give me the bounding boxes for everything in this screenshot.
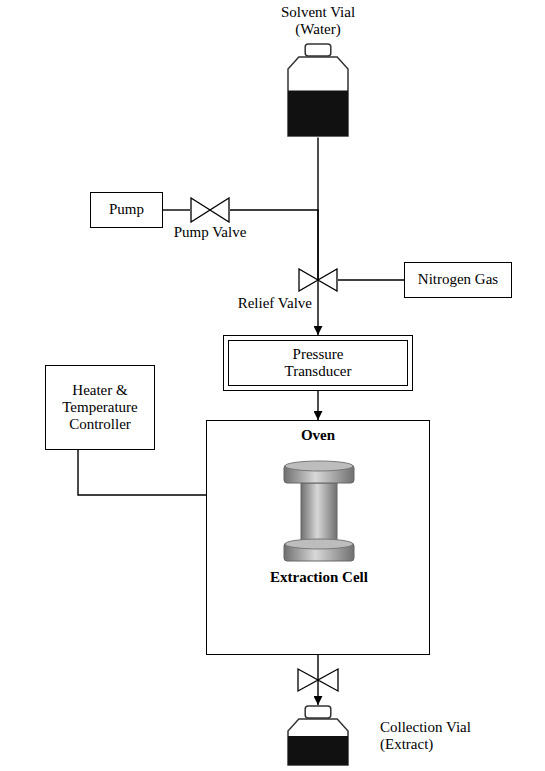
pump-valve: Pump Valve xyxy=(190,197,230,223)
pipe-connector xyxy=(317,138,318,281)
valve-half xyxy=(299,269,318,291)
node-label: Collection Vial (Extract) xyxy=(380,719,520,754)
cell-cap-top xyxy=(285,461,353,471)
pipe-connector xyxy=(317,391,318,420)
node-label: Extraction Cell xyxy=(259,569,379,586)
vial-cap xyxy=(305,706,331,718)
node-label: Relief Valve xyxy=(238,295,312,312)
node-label: Solvent Vial (Water) xyxy=(268,4,368,39)
valve-half xyxy=(210,198,229,222)
vial-outline xyxy=(286,43,350,138)
valve-half xyxy=(298,669,318,691)
pipe-connector xyxy=(163,209,190,210)
collection-vial: Collection Vial (Extract) xyxy=(286,705,526,767)
node-label: Pump Valve xyxy=(174,224,247,241)
oven-box: OvenExtraction Cell xyxy=(206,420,430,655)
extraction-cell-outline xyxy=(279,459,359,569)
vial-liquid xyxy=(288,736,348,765)
vial-liquid xyxy=(288,90,348,136)
heater-controller-box: Heater & Temperature Controller xyxy=(45,365,155,450)
relief-valve: Relief Valve xyxy=(298,268,338,292)
pipe-connector xyxy=(317,280,318,335)
vial-body xyxy=(288,719,348,765)
node-label: Heater & Temperature Controller xyxy=(52,382,148,434)
pipe-connector xyxy=(78,450,206,495)
pipe-connector xyxy=(230,210,318,280)
extraction-cell: Extraction Cell xyxy=(259,459,379,586)
valve-symbol xyxy=(190,197,230,223)
valve-half xyxy=(191,198,210,222)
pipe-connector xyxy=(317,655,318,705)
node-label: Nitrogen Gas xyxy=(418,271,498,288)
vial-cap xyxy=(305,44,331,56)
vial-body xyxy=(288,57,348,136)
node-label: Pressure Transducer xyxy=(258,346,378,381)
node-label: Pump xyxy=(109,201,144,218)
gas-supply-box: Nitrogen Gas xyxy=(404,262,512,298)
valve-half xyxy=(318,669,338,691)
valve-half xyxy=(318,269,337,291)
vial-outline xyxy=(286,705,350,767)
cell-body xyxy=(301,483,337,545)
cell-cap-top xyxy=(285,539,353,549)
solvent-vial: Solvent Vial (Water) xyxy=(268,4,368,138)
node-label: Oven xyxy=(207,427,429,444)
valve-symbol xyxy=(298,268,338,292)
pump-box: Pump xyxy=(90,192,163,228)
pipe-connector xyxy=(338,279,404,280)
pressure-transducer-box: Pressure Transducer xyxy=(223,335,413,391)
